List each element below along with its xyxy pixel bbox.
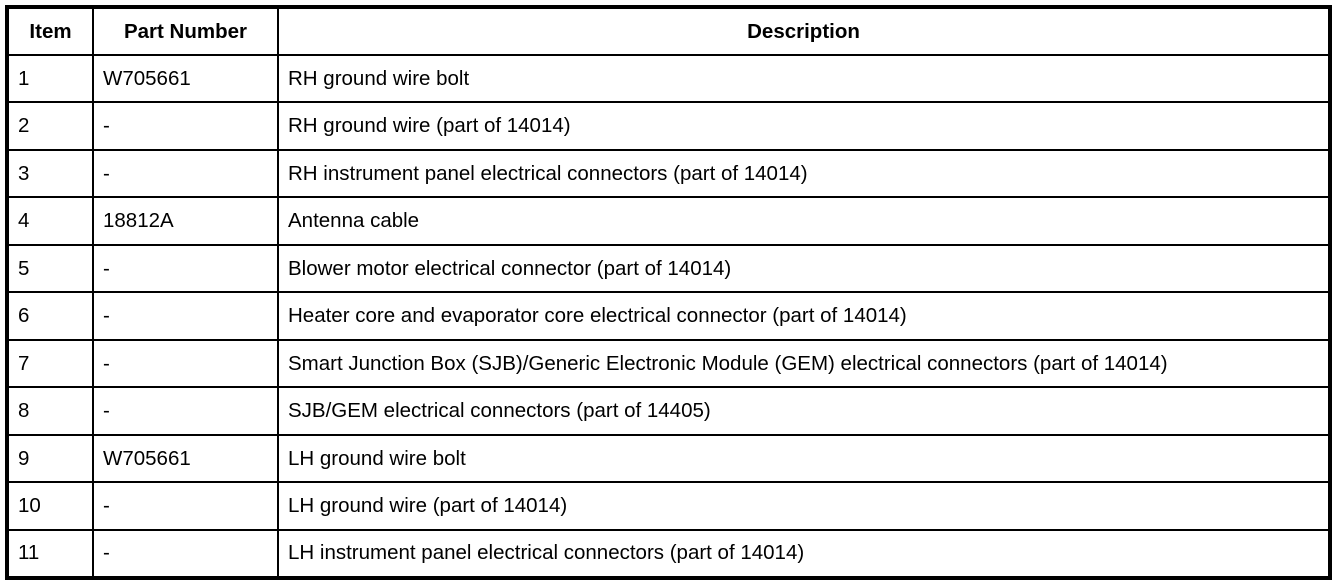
cell-part-number: 18812A	[92, 196, 279, 246]
cell-item: 4	[9, 196, 94, 246]
cell-description: LH ground wire bolt	[277, 433, 1328, 484]
cell-description: Blower motor electrical connector (part …	[277, 243, 1328, 294]
table-row: 4 18812A Antenna cable	[9, 196, 1328, 246]
cell-part-number: -	[92, 101, 279, 151]
cell-part-number: -	[92, 386, 279, 436]
cell-item: 1	[9, 53, 94, 104]
cell-part-number: -	[92, 338, 279, 389]
parts-table-container: Item Part Number Description 1 W705661 R…	[5, 5, 1332, 580]
cell-description: Smart Junction Box (SJB)/Generic Electro…	[277, 338, 1328, 389]
parts-table: Item Part Number Description 1 W705661 R…	[9, 9, 1328, 576]
table-row: 7 - Smart Junction Box (SJB)/Generic Ele…	[9, 338, 1328, 389]
cell-description: LH instrument panel electrical connector…	[277, 528, 1328, 576]
column-header-description: Description	[277, 9, 1328, 56]
column-header-part-number: Part Number	[92, 9, 279, 56]
cell-part-number: -	[92, 243, 279, 294]
table-row: 1 W705661 RH ground wire bolt	[9, 53, 1328, 104]
table-row: 8 - SJB/GEM electrical connectors (part …	[9, 386, 1328, 436]
table-row: 6 - Heater core and evaporator core elec…	[9, 291, 1328, 341]
table-row: 3 - RH instrument panel electrical conne…	[9, 148, 1328, 199]
cell-part-number: W705661	[92, 53, 279, 104]
cell-part-number: -	[92, 148, 279, 199]
cell-part-number: -	[92, 291, 279, 341]
cell-description: LH ground wire (part of 14014)	[277, 481, 1328, 531]
cell-item: 11	[9, 528, 94, 576]
cell-description: Heater core and evaporator core electric…	[277, 291, 1328, 341]
cell-item: 7	[9, 338, 94, 389]
cell-item: 2	[9, 101, 94, 151]
table-row: 10 - LH ground wire (part of 14014)	[9, 481, 1328, 531]
table-body: 1 W705661 RH ground wire bolt 2 - RH gro…	[9, 53, 1328, 576]
table-row: 5 - Blower motor electrical connector (p…	[9, 243, 1328, 294]
cell-item: 9	[9, 433, 94, 484]
table-header: Item Part Number Description	[9, 9, 1328, 56]
cell-part-number: W705661	[92, 433, 279, 484]
cell-description: Antenna cable	[277, 196, 1328, 246]
cell-description: RH ground wire bolt	[277, 53, 1328, 104]
cell-description: RH instrument panel electrical connector…	[277, 148, 1328, 199]
cell-part-number: -	[92, 528, 279, 576]
cell-description: RH ground wire (part of 14014)	[277, 101, 1328, 151]
cell-part-number: -	[92, 481, 279, 531]
column-header-item: Item	[9, 9, 94, 56]
cell-item: 3	[9, 148, 94, 199]
cell-item: 6	[9, 291, 94, 341]
table-row: 2 - RH ground wire (part of 14014)	[9, 101, 1328, 151]
cell-item: 8	[9, 386, 94, 436]
table-row: 9 W705661 LH ground wire bolt	[9, 433, 1328, 484]
cell-item: 10	[9, 481, 94, 531]
header-row: Item Part Number Description	[9, 9, 1328, 56]
cell-description: SJB/GEM electrical connectors (part of 1…	[277, 386, 1328, 436]
table-row: 11 - LH instrument panel electrical conn…	[9, 528, 1328, 576]
cell-item: 5	[9, 243, 94, 294]
